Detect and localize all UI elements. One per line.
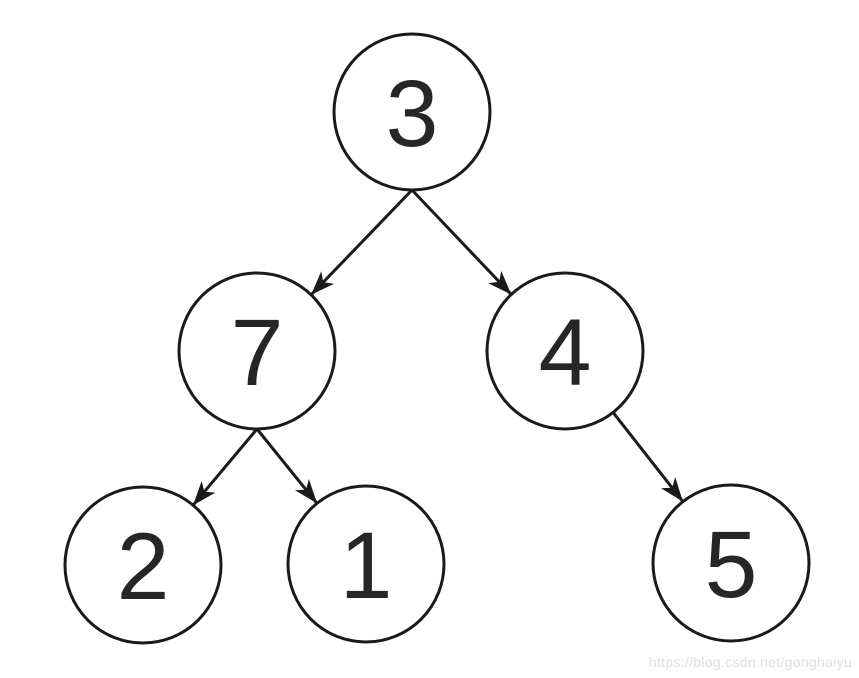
tree-node-5: 5 (651, 483, 811, 643)
node-label-2: 2 (117, 514, 170, 620)
tree-node-4: 4 (485, 271, 645, 431)
node-label-4: 4 (539, 300, 592, 406)
edge-7-1 (255, 428, 319, 505)
node-label-1: 1 (340, 513, 393, 619)
tree-node-2: 2 (63, 485, 223, 645)
tree-node-1: 1 (286, 484, 446, 644)
node-label-5: 5 (705, 512, 758, 618)
node-circle-5 (651, 483, 811, 643)
edge-3-7 (310, 188, 414, 296)
node-label-7: 7 (231, 300, 284, 406)
edge-3-4 (410, 188, 513, 296)
watermark-text: https://blog.csdn.net/gonghaiyu (648, 654, 852, 670)
node-circle-7 (177, 271, 337, 431)
edges-layer (191, 188, 685, 507)
node-circle-4 (485, 271, 645, 431)
edge-4-5 (611, 411, 685, 503)
node-circle-1 (286, 484, 446, 644)
tree-node-3: 3 (332, 32, 492, 192)
tree-node-7: 7 (177, 271, 337, 431)
node-circle-2 (63, 485, 223, 645)
node-circle-3 (332, 32, 492, 192)
node-label-3: 3 (386, 61, 439, 167)
nodes-layer: 3 7 4 2 1 5 (63, 32, 811, 645)
edge-7-2 (191, 428, 259, 507)
